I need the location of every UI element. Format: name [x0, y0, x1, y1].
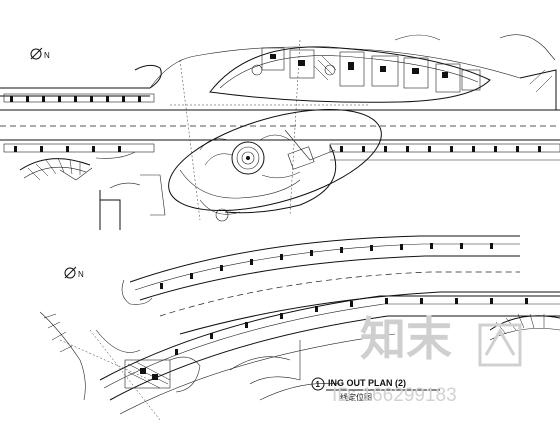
title-chinese: 线定位图	[340, 392, 372, 402]
title-number: 1	[316, 380, 321, 389]
north-label-bottom: N	[78, 270, 84, 279]
fan-plaza	[19, 151, 136, 181]
railing-lower-bottom	[140, 298, 528, 374]
watermark-brand: 知末	[360, 312, 452, 366]
watermark-id: ID: 166299183	[332, 385, 457, 406]
building-band	[209, 46, 491, 103]
watermark-logo-icon	[478, 323, 522, 367]
north-arrow-icon-top: N	[30, 47, 50, 60]
north-label-top: N	[44, 51, 50, 60]
north-arrow-icon-bottom: N	[64, 266, 84, 279]
railing-upper-right	[329, 143, 560, 161]
title-english: ING OUT PLAN (2)	[328, 378, 406, 388]
upper-plan: N	[0, 34, 560, 230]
lower-plan: N	[39, 235, 560, 421]
fan-lower-right	[489, 313, 560, 341]
railing-lower-top	[160, 243, 493, 289]
railing-upper-left	[3, 93, 155, 103]
drawing-title-block: 1 ING OUT PLAN (2) 线定位图	[311, 377, 440, 402]
pavilion-lower-left	[124, 356, 201, 393]
watermark: 知末 ID: 166299183	[332, 312, 522, 406]
central-plaza	[168, 109, 382, 211]
